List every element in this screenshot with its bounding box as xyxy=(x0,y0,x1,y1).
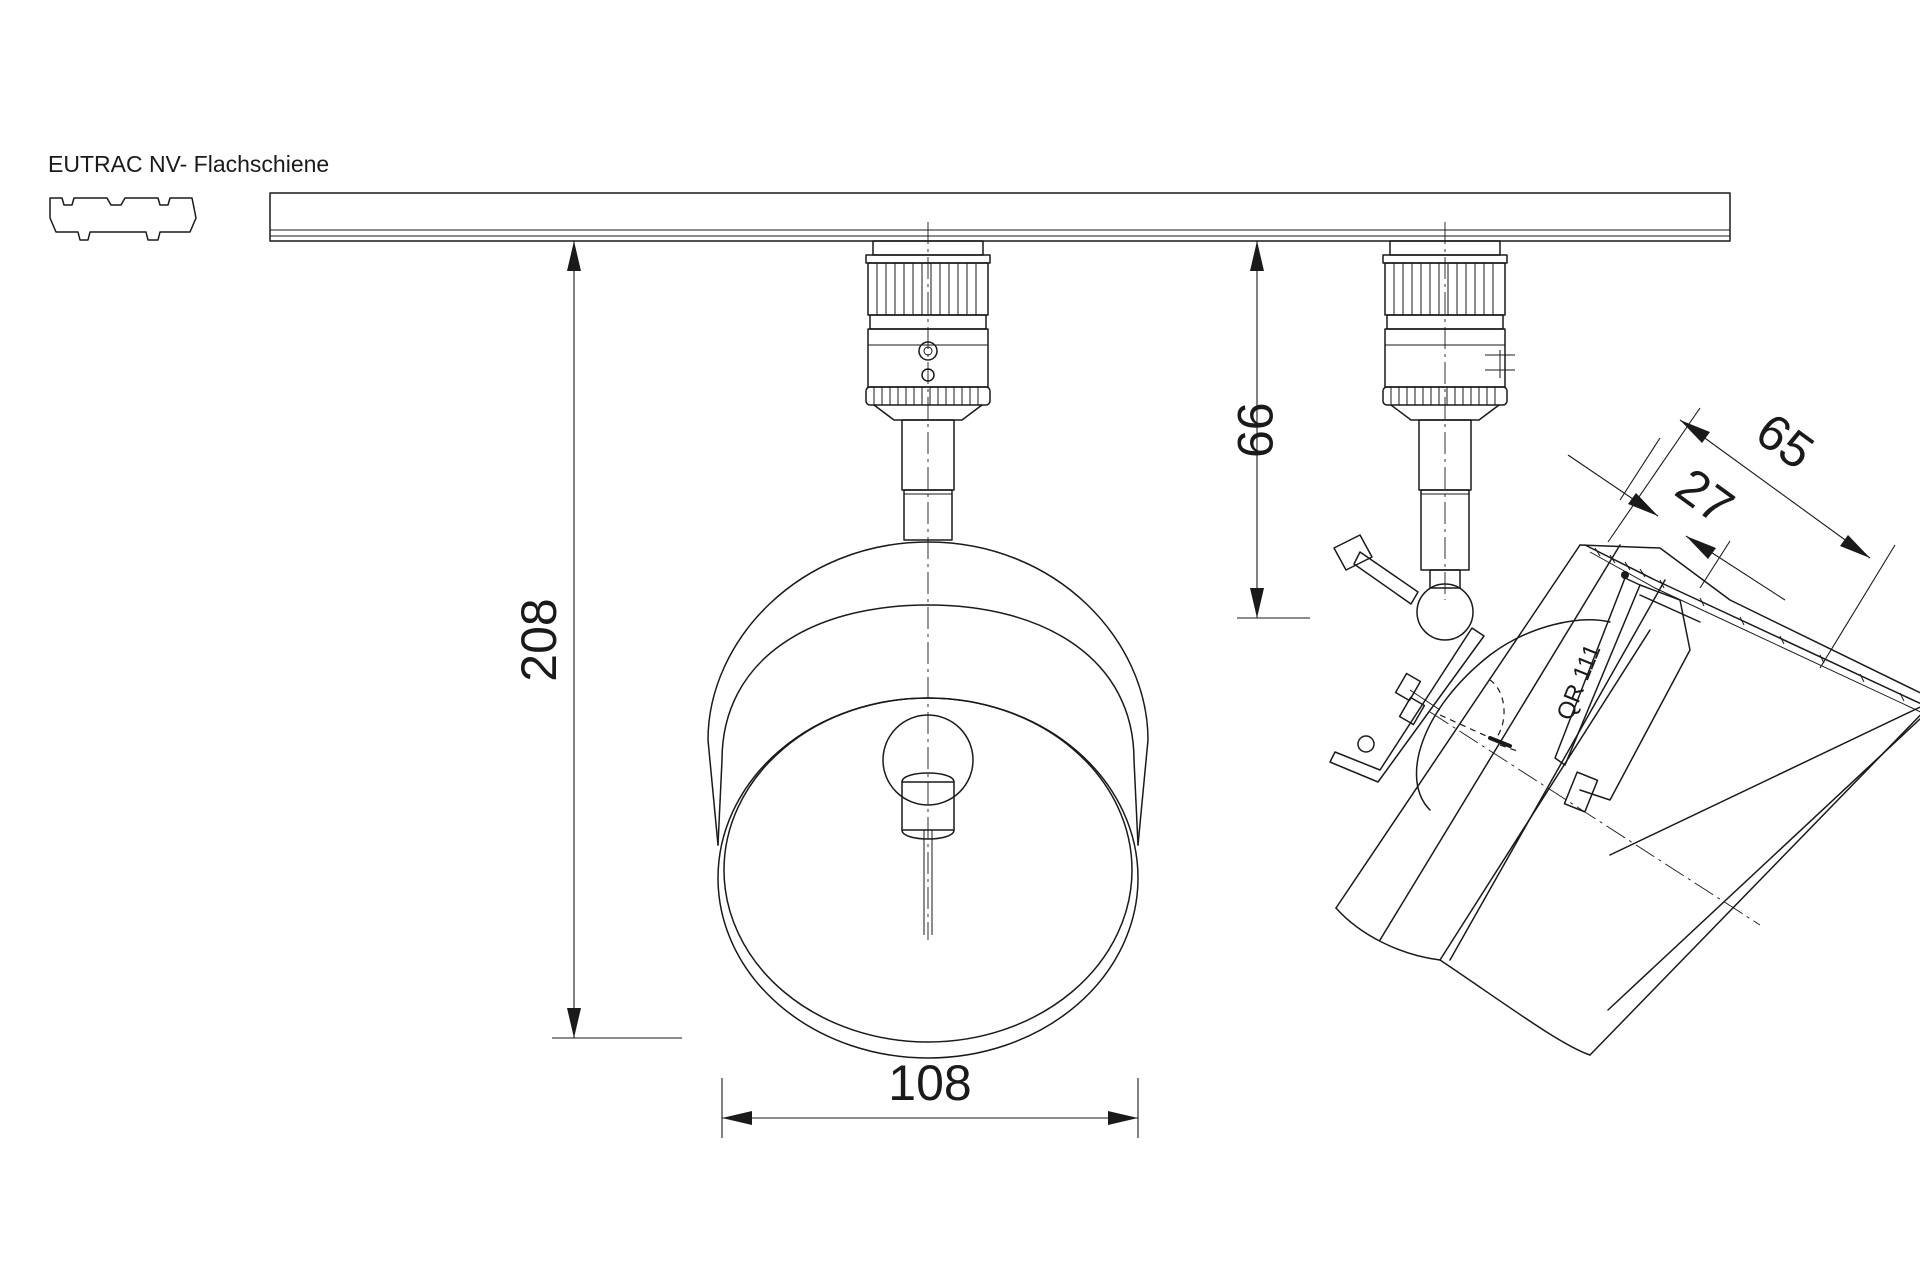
drawing-title: EUTRAC NV- Flachschiene xyxy=(48,151,329,177)
dimension-99: 99 xyxy=(1227,241,1310,619)
knurl-side-upper xyxy=(1393,263,1494,315)
track-rail xyxy=(269,192,1731,242)
rail-profile xyxy=(49,197,197,241)
dimension-99-label: 99 xyxy=(1227,402,1283,458)
knurl-lower xyxy=(873,387,979,405)
dimension-108-label: 108 xyxy=(888,1055,971,1111)
spotlight-front xyxy=(707,541,1149,1059)
dimension-208: 208 xyxy=(511,241,682,1039)
dimension-108: 108 xyxy=(721,1055,1139,1138)
adjustment-lever xyxy=(1333,534,1419,605)
dimension-65-label: 65 xyxy=(1746,402,1824,480)
dimension-27-label: 27 xyxy=(1666,457,1744,535)
dimension-208-label: 208 xyxy=(511,598,567,681)
mounting-bracket xyxy=(1329,627,1485,783)
knurl-upper xyxy=(876,263,977,315)
adapter-side xyxy=(1382,240,1515,421)
knurl-side-lower xyxy=(1390,387,1496,405)
dimension-65: 65 xyxy=(1607,402,1896,669)
spotlight-side xyxy=(1335,544,1920,1056)
stem-side xyxy=(1416,419,1474,641)
